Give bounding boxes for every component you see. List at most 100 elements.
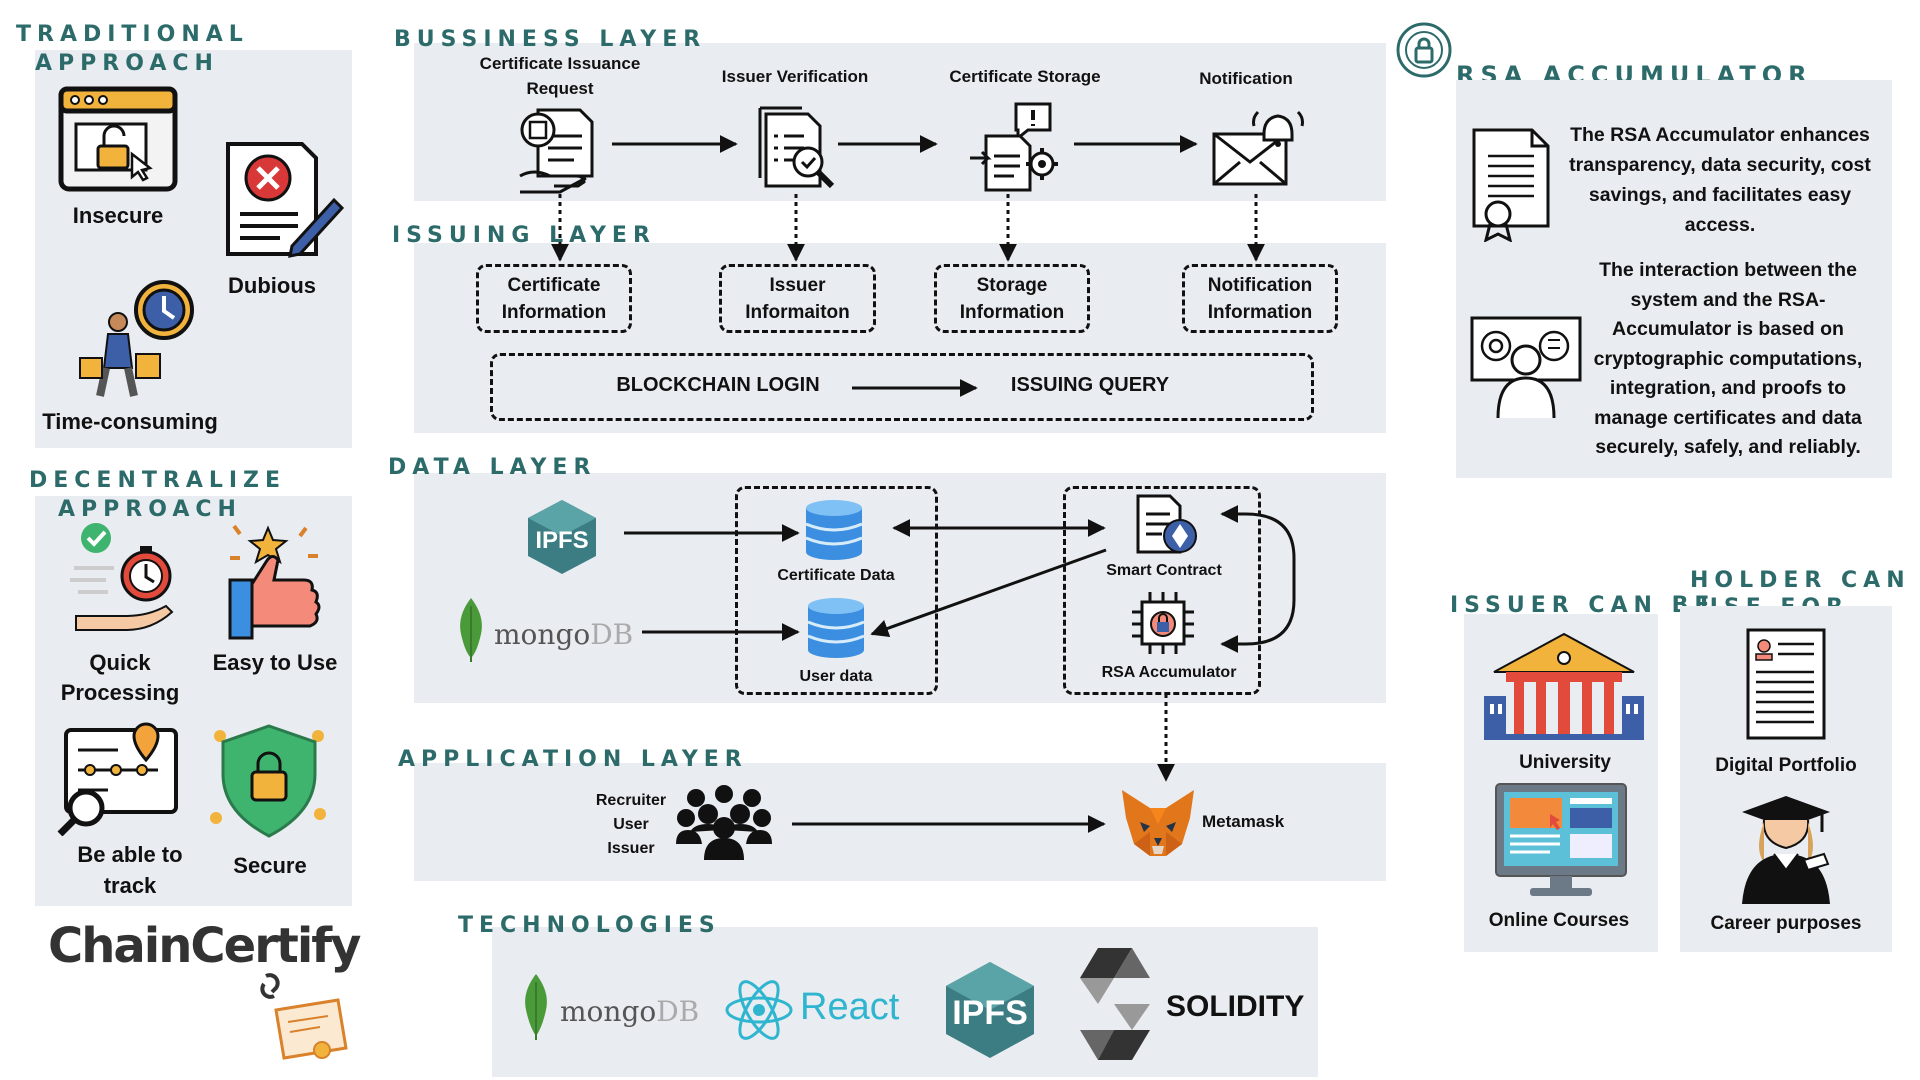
track-label-2: track bbox=[103, 873, 157, 898]
box1-line2: Information bbox=[501, 301, 607, 323]
box4-line1: Notification bbox=[1207, 274, 1313, 296]
stopwatch-hand-icon bbox=[70, 523, 174, 631]
box2-line1: Issuer bbox=[769, 274, 826, 296]
certificate-storage-icon bbox=[970, 102, 1058, 192]
dubious-label: Dubious bbox=[228, 273, 316, 298]
step3-label: Certificate Storage bbox=[949, 67, 1101, 86]
rsa-paragraph-1: The RSA Accumulator enhances transparenc… bbox=[1569, 124, 1871, 236]
university-building-icon bbox=[1484, 632, 1644, 740]
arrow-contract-userdata bbox=[870, 548, 1107, 637]
tech-mongodb-word-a: mongo bbox=[560, 995, 657, 1028]
insecure-label: Insecure bbox=[72, 203, 164, 228]
certificate-request-icon bbox=[519, 108, 594, 194]
tech-ipfs-logo-icon: IPFS bbox=[946, 962, 1034, 1058]
rsa-chip-icon bbox=[1132, 592, 1194, 654]
step1-label-1: Certificate Issuance bbox=[479, 54, 641, 73]
box3-line2: Information bbox=[959, 301, 1065, 323]
tracking-map-icon bbox=[57, 722, 178, 836]
digital-portfolio-document-icon bbox=[1746, 628, 1826, 740]
react-atom-icon bbox=[725, 980, 793, 1040]
mongodb-word-a: mongo bbox=[494, 618, 591, 651]
career-purposes-label: Career purposes bbox=[1710, 913, 1862, 934]
track-label-1: Be able to bbox=[77, 842, 183, 867]
users-group-icon bbox=[676, 785, 772, 860]
mongodb-word-b: DB bbox=[590, 618, 634, 651]
smart-contract-icon bbox=[1136, 494, 1197, 554]
arrow-contract-rsa-loop bbox=[1220, 505, 1296, 653]
ipfs-logo-text: IPFS bbox=[535, 527, 588, 554]
shield-lock-icon bbox=[210, 724, 326, 838]
decentralize-title-line2: APPROACH bbox=[58, 497, 242, 522]
rsa-paragraph-2: The interaction between the system and t… bbox=[1593, 259, 1863, 458]
decentralize-title-line1: DECENTRALIZE bbox=[29, 468, 287, 493]
brand-name: ChainCertify bbox=[48, 918, 361, 974]
rsa-lock-badge-icon bbox=[1396, 22, 1452, 78]
time-consuming-icon bbox=[79, 280, 194, 397]
rsa-person-screen-icon bbox=[1470, 316, 1582, 419]
blockchain-login-label: BLOCKCHAIN LOGIN bbox=[616, 374, 820, 396]
tech-mongodb-wordmark: mongoDB bbox=[560, 995, 699, 1028]
dubious-document-icon bbox=[226, 142, 344, 258]
thumbs-up-icon bbox=[228, 524, 321, 640]
certificate-data-label: Certificate Data bbox=[777, 567, 895, 584]
react-wordmark: React bbox=[800, 986, 900, 1028]
metamask-fox-icon bbox=[1122, 790, 1194, 856]
data-layer-title: DATA LAYER bbox=[388, 455, 597, 480]
contract-group-box bbox=[1063, 486, 1261, 695]
application-layer-title: APPLICATION LAYER bbox=[398, 747, 748, 772]
rsa-certificate-icon bbox=[1472, 128, 1550, 242]
metamask-label: Metamask bbox=[1202, 812, 1285, 831]
box3-line1: Storage bbox=[976, 274, 1048, 296]
mongodb-leaf-icon bbox=[460, 598, 482, 662]
traditional-title-line2: APPROACH bbox=[35, 51, 219, 76]
easy-to-use-label: Easy to Use bbox=[212, 650, 338, 675]
issuing-layer-title: ISSUING LAYER bbox=[392, 223, 656, 248]
step1-label-2: Request bbox=[526, 79, 594, 98]
tech-mongodb-word-b: DB bbox=[656, 995, 700, 1028]
database-group-box bbox=[735, 486, 938, 695]
mongodb-wordmark: mongoDB bbox=[494, 618, 633, 651]
holder-title-line1: HOLDER CAN bbox=[1690, 568, 1911, 593]
quick-processing-label-1: Quick bbox=[89, 650, 151, 675]
box1-line1: Certificate bbox=[507, 274, 601, 296]
secure-label: Secure bbox=[233, 853, 307, 878]
user-database-icon bbox=[807, 598, 865, 658]
tech-mongodb-leaf-icon bbox=[525, 974, 547, 1040]
quick-processing-label-2: Processing bbox=[60, 680, 180, 705]
issuer-verification-icon bbox=[758, 106, 835, 189]
step4-label: Notification bbox=[1199, 69, 1293, 88]
decentralize-panel bbox=[35, 496, 352, 906]
role-recruiter: Recruiter bbox=[595, 792, 667, 809]
ipfs-logo-icon: IPFS bbox=[528, 500, 596, 574]
time-consuming-label: Time-consuming bbox=[42, 409, 218, 434]
blockchain-query-box bbox=[490, 353, 1314, 421]
digital-portfolio-label: Digital Portfolio bbox=[1715, 755, 1857, 776]
smart-contract-label: Smart Contract bbox=[1106, 562, 1222, 579]
box4-line2: Information bbox=[1207, 301, 1313, 323]
box2-line2: Informaiton bbox=[745, 301, 850, 323]
issuing-query-label: ISSUING QUERY bbox=[1010, 374, 1170, 396]
issuer-title: ISSUER CAN BE bbox=[1450, 593, 1716, 618]
technologies-panel bbox=[492, 927, 1318, 1077]
traditional-title-line1: TRADITIONAL bbox=[16, 22, 249, 47]
solidity-logo-icon bbox=[1080, 948, 1150, 1060]
tech-ipfs-logo-text: IPFS bbox=[952, 994, 1028, 1032]
business-layer-title: BUSSINESS LAYER bbox=[394, 27, 707, 52]
technologies-title: TECHNOLOGIES bbox=[458, 913, 721, 938]
rsa-accumulator-label: RSA Accumulator bbox=[1101, 664, 1237, 681]
graduate-career-icon bbox=[1742, 796, 1830, 904]
university-label: University bbox=[1519, 752, 1611, 773]
insecure-browser-icon bbox=[58, 86, 178, 192]
step2-label: Issuer Verification bbox=[721, 67, 869, 86]
online-courses-label: Online Courses bbox=[1488, 910, 1630, 931]
application-layer-panel bbox=[414, 763, 1386, 881]
online-courses-monitor-icon bbox=[1495, 783, 1627, 896]
certificate-chain-icon bbox=[260, 973, 348, 1060]
issuing-layer-panel bbox=[414, 243, 1386, 433]
role-user: User bbox=[613, 816, 649, 833]
